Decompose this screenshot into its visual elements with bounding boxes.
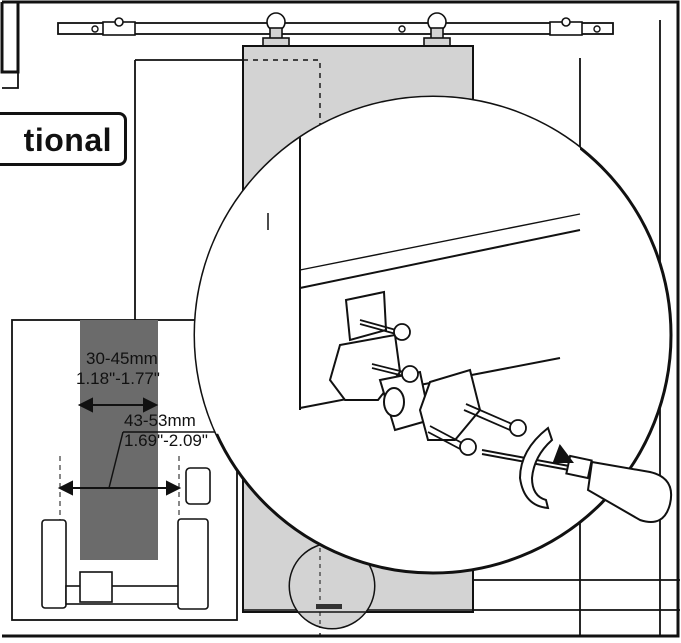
- floor-guide-icon: [41, 467, 211, 610]
- dimension-inset: [11, 319, 238, 621]
- rail-hanger-icon: [102, 17, 136, 36]
- screw-icon: [359, 319, 411, 341]
- door-section: [80, 320, 158, 560]
- barn-door-rail: [57, 17, 614, 36]
- gap-mm-label: 43-53mm: [124, 411, 196, 430]
- gap-in-label: 1.69"-2.09": [124, 431, 208, 450]
- door-hanger-left: [262, 12, 290, 49]
- width-dimension-arrow: [77, 397, 159, 413]
- rail-hanger-icon: [549, 17, 583, 36]
- gap-dimension-arrow: [57, 431, 227, 496]
- floor-guide-bracket: [328, 290, 482, 441]
- title-banner: tional: [0, 112, 127, 166]
- detail-magnifier: [193, 95, 673, 575]
- width-mm-label: 30-45mm: [86, 349, 158, 368]
- screw-icon: [463, 403, 527, 437]
- screw-icon: [427, 425, 477, 456]
- title-banner-text: tional: [23, 122, 112, 158]
- width-in-label: 1.18"-1.77": [76, 369, 160, 388]
- screw-icon: [371, 363, 419, 383]
- rotation-arrow-icon: [518, 426, 574, 510]
